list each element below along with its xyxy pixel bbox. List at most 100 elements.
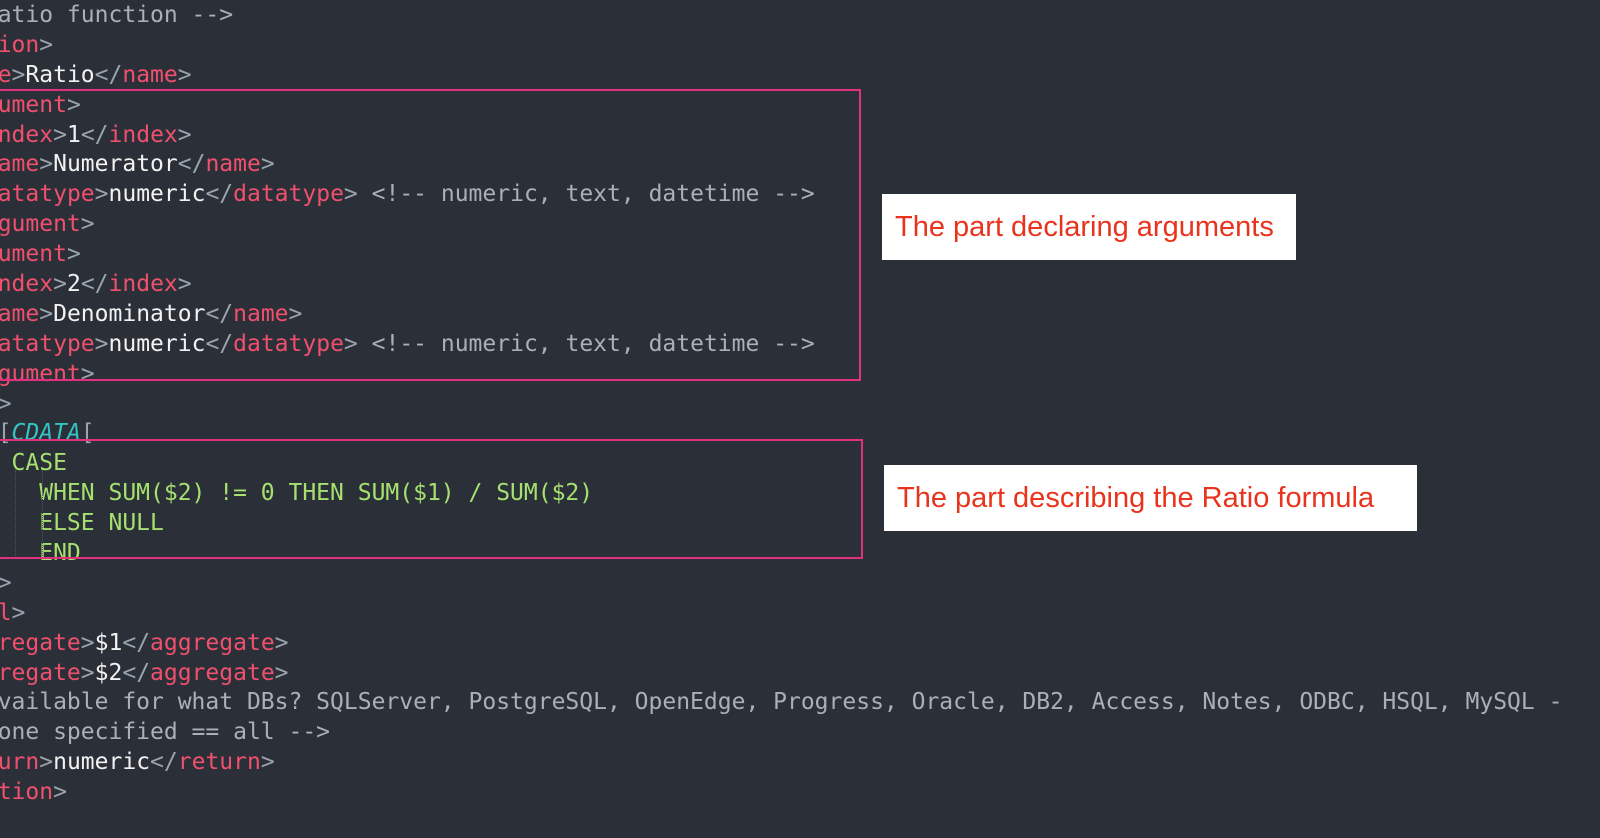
- code-line[interactable]: <index>1</index>: [0, 120, 1562, 150]
- code-line[interactable]: <index>2</index>: [0, 269, 1562, 299]
- code-token-punct: >: [39, 31, 54, 58]
- code-token-punct: >: [177, 271, 192, 298]
- code-token-punct: </: [205, 300, 234, 327]
- code-token-tag: ame: [0, 61, 12, 88]
- code-token-punct: [: [80, 420, 95, 447]
- code-token-tag: index: [108, 121, 178, 148]
- code-view: ratio function -->ction>ame>Ratio</name>…: [0, 0, 1562, 807]
- code-token-comment: ratio function -->: [0, 2, 234, 28]
- code-token-cdata: CDATA: [11, 420, 81, 447]
- code-token-tag: name: [122, 61, 178, 88]
- code-token-punct: >: [66, 91, 81, 118]
- code-token-text: 1: [66, 121, 81, 148]
- code-token-tag: name: [0, 151, 40, 178]
- code-token-sql: CASE: [11, 450, 67, 477]
- code-token-tag: name: [0, 300, 40, 327]
- code-token-text: Numerator: [53, 151, 178, 178]
- code-token-tag: name: [205, 151, 261, 178]
- code-token-text: $2: [94, 659, 123, 686]
- code-line[interactable]: END: [0, 538, 1562, 568]
- code-token-tag: return: [177, 749, 261, 776]
- code-token-punct: >: [0, 390, 12, 417]
- code-token-punct: >: [39, 749, 54, 776]
- code-token-tag: argument: [0, 360, 81, 387]
- code-token-punct: </: [205, 181, 234, 208]
- code-token-comment: Available for what DBs? SQLServer, Postg…: [0, 689, 1563, 716]
- code-token-punct: >: [39, 300, 54, 327]
- code-token-tag: datatype: [0, 181, 95, 208]
- formula-callout: The part describing the Ratio formula: [884, 465, 1417, 531]
- code-token-punct: </: [205, 330, 234, 357]
- code-token-punct: >: [177, 61, 192, 88]
- code-token-tag: ction: [0, 31, 40, 58]
- code-line[interactable]: <![CDATA[: [0, 418, 1562, 448]
- code-token-tag: index: [0, 271, 54, 298]
- code-token-punct: >: [177, 121, 192, 148]
- code-line[interactable]: rgument>: [0, 90, 1562, 120]
- code-token-punct: >: [274, 629, 289, 656]
- code-line[interactable]: ql>: [0, 389, 1562, 419]
- code-token-punct: >: [274, 659, 289, 686]
- indent-guide: [15, 470, 16, 558]
- code-token-punct: <![: [0, 420, 12, 446]
- code-token-tag: sql: [0, 599, 12, 626]
- code-line[interactable]: WHEN SUM($2) != 0 THEN SUM($1) / SUM($2): [0, 478, 1562, 508]
- code-line[interactable]: Available for what DBs? SQLServer, Postg…: [0, 687, 1562, 717]
- code-line[interactable]: <name>Numerator</name>: [0, 149, 1562, 179]
- code-line[interactable]: ction>: [0, 30, 1562, 60]
- code-line[interactable]: CASE: [0, 448, 1562, 478]
- code-line[interactable]: ratio function -->: [0, 0, 1562, 30]
- code-token-punct: >: [53, 779, 67, 806]
- code-token-punct: >: [343, 330, 358, 357]
- code-token-text: 2: [66, 271, 81, 298]
- code-token-sql: END: [39, 540, 81, 567]
- code-token-punct: </: [177, 151, 206, 178]
- code-token-punct: >: [53, 271, 67, 298]
- code-line[interactable]: ame>Ratio</name>: [0, 60, 1562, 90]
- code-token-punct: >: [80, 211, 95, 238]
- code-token-punct: </: [80, 121, 109, 148]
- code-token-punct: </: [122, 659, 151, 686]
- code-token-punct: >: [80, 629, 95, 656]
- code-line[interactable]: ggregate>$1</aggregate>: [0, 628, 1562, 658]
- code-line[interactable]: none specified == all -->: [0, 717, 1562, 747]
- code-line[interactable]: ELSE NULL: [0, 508, 1562, 538]
- code-token-sql: ELSE NULL: [39, 510, 164, 537]
- code-line[interactable]: rgument>: [0, 239, 1562, 269]
- code-token-text: numeric: [108, 181, 206, 208]
- indent-guide: [42, 470, 43, 558]
- code-token-punct: >: [260, 151, 275, 178]
- code-token-tag: name: [233, 300, 289, 327]
- code-token-comment: none specified == all -->: [0, 719, 331, 746]
- code-token-punct: >: [94, 181, 109, 208]
- code-token-tag: index: [108, 271, 178, 298]
- code-token-tag: eturn: [0, 749, 40, 776]
- code-line[interactable]: <datatype>numeric</datatype> <!-- numeri…: [0, 329, 1562, 359]
- code-token-text: numeric: [53, 749, 151, 776]
- code-line[interactable]: nction>: [0, 777, 1562, 807]
- code-token-punct: >: [260, 749, 275, 776]
- code-token-tag: rgument: [0, 241, 67, 268]
- code-token-punct: >: [11, 599, 26, 626]
- code-token-tag: ggregate: [0, 659, 81, 686]
- code-line[interactable]: eturn>numeric</return>: [0, 747, 1562, 777]
- code-token-tag: datatype: [233, 181, 344, 208]
- code-token-punct: >: [80, 360, 95, 387]
- code-line[interactable]: <datatype>numeric</datatype> <!-- numeri…: [0, 179, 1562, 209]
- code-token-punct: >: [39, 151, 54, 178]
- code-line[interactable]: sql>: [0, 598, 1562, 628]
- code-token-text: Ratio: [25, 61, 95, 88]
- code-token-punct: </: [80, 271, 109, 298]
- code-token-sql: WHEN SUM($2) != 0 THEN SUM($1) / SUM($2): [0, 480, 594, 507]
- code-token-punct: </: [122, 629, 151, 656]
- code-line[interactable]: argument>: [0, 209, 1562, 239]
- code-line[interactable]: ggregate>$2</aggregate>: [0, 658, 1562, 688]
- code-line[interactable]: ]]>: [0, 568, 1562, 598]
- code-token-tag: datatype: [0, 330, 95, 357]
- code-token-punct: >: [80, 659, 95, 686]
- code-line[interactable]: <name>Denominator</name>: [0, 299, 1562, 329]
- code-line[interactable]: argument>: [0, 359, 1562, 389]
- code-token-punct: ]]>: [0, 569, 12, 596]
- code-token-tag: rgument: [0, 91, 67, 118]
